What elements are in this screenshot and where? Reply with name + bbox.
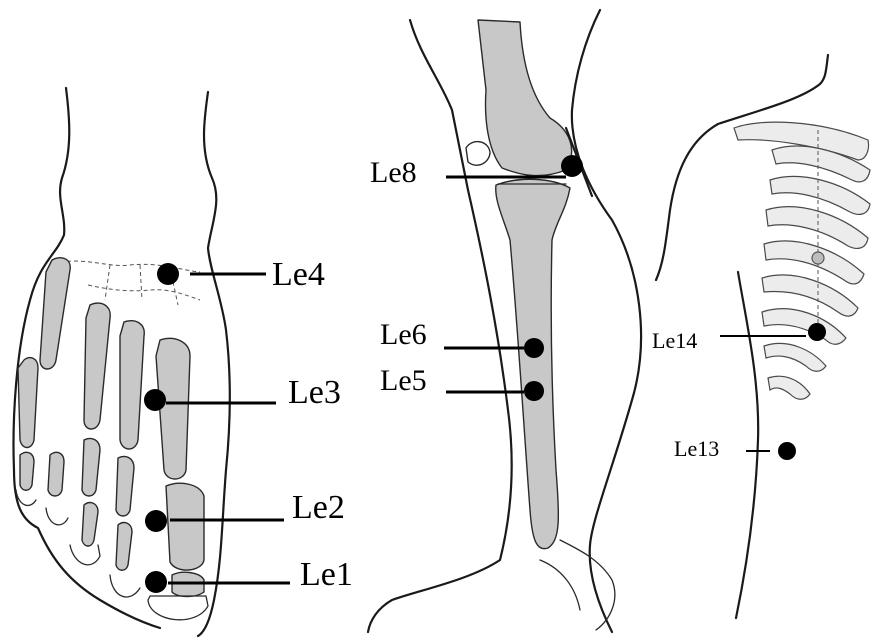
le2-marker bbox=[145, 510, 167, 532]
le1-marker bbox=[145, 571, 167, 593]
le3-label: Le3 bbox=[288, 374, 341, 411]
le14-marker bbox=[808, 323, 826, 341]
point-markers bbox=[144, 155, 826, 593]
le3-marker bbox=[144, 389, 166, 411]
le13-marker bbox=[778, 442, 796, 460]
le4-marker bbox=[157, 263, 179, 285]
le6-label: Le6 bbox=[380, 318, 427, 351]
foot-illustration bbox=[14, 88, 230, 636]
le2-label: Le2 bbox=[292, 489, 345, 526]
le8-marker bbox=[561, 155, 583, 177]
le5-label: Le5 bbox=[380, 364, 427, 397]
leader-lines bbox=[166, 177, 806, 583]
le14-label: Le14 bbox=[652, 328, 697, 353]
le5-marker bbox=[524, 381, 544, 401]
le8-label: Le8 bbox=[370, 156, 417, 189]
le4-label: Le4 bbox=[272, 256, 325, 293]
point-labels: Le4 Le3 Le2 Le1 Le8 Le6 Le5 Le14 Le13 bbox=[272, 156, 719, 593]
le6-marker bbox=[524, 338, 544, 358]
le13-label: Le13 bbox=[674, 436, 719, 461]
le1-label: Le1 bbox=[300, 556, 353, 593]
